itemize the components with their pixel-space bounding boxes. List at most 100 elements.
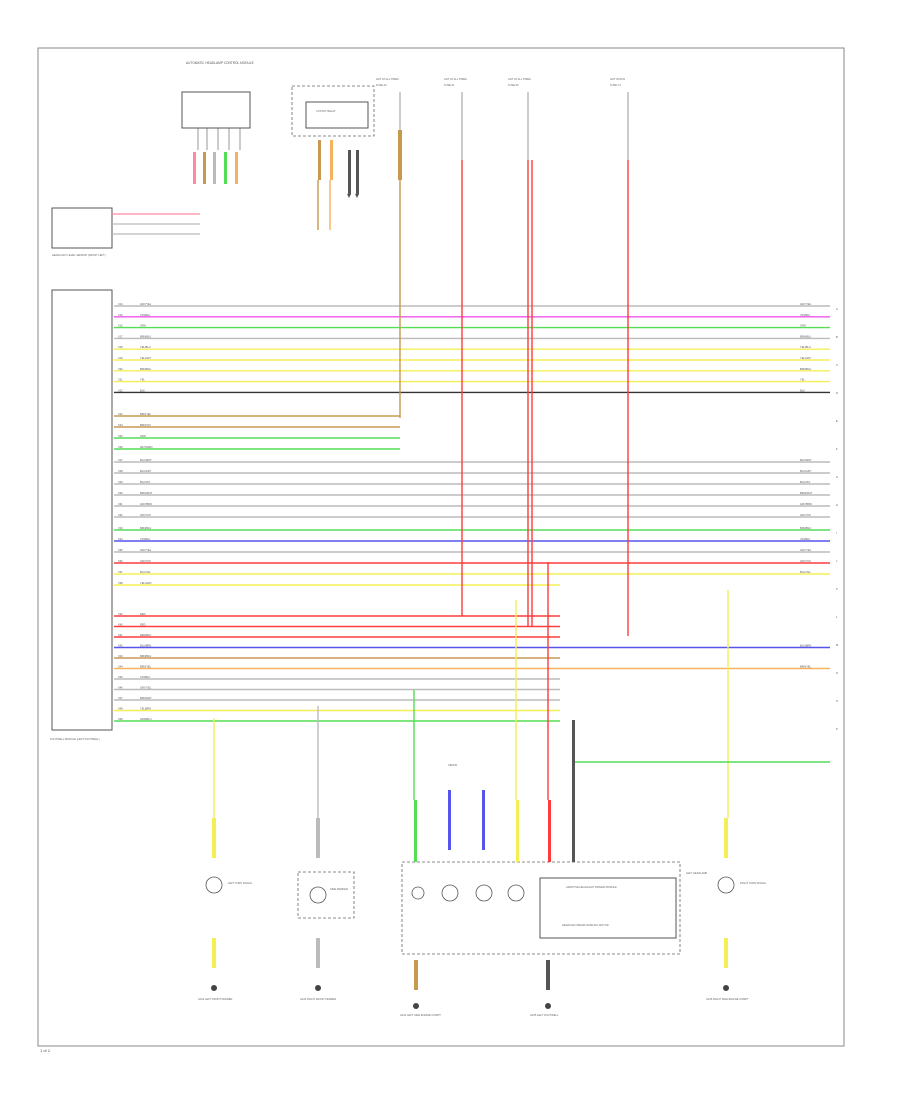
- wire-color-label-right: BRN/BLU: [800, 334, 811, 338]
- wire-color-label: BLU/BRN: [140, 644, 151, 648]
- adaptive-driver-label: ADAPTIVE HEADLIGHT DRIVER MODULE: [566, 885, 617, 889]
- ground-2-label: G103 RIGHT FRONT FENDER: [300, 997, 336, 1001]
- side-marker: SIDE MARKER G103 RIGHT FRONT FENDER: [297, 818, 355, 1001]
- ground-icon: [315, 985, 321, 991]
- right-ref: E: [836, 419, 838, 423]
- pin-label: X23: [118, 412, 123, 416]
- right-ref: D: [836, 391, 838, 395]
- fuse-4-label: HOT IN RUN: [610, 77, 625, 81]
- pin-label: X35: [118, 548, 123, 552]
- right-ref: I: [836, 531, 837, 535]
- pin-label: X31: [118, 502, 123, 506]
- pin-label: X19: [118, 356, 123, 360]
- wire-color-label: BRN/BLU: [140, 654, 151, 658]
- pin-label: X46: [118, 686, 123, 690]
- headlamp-unit-label: LEFT HEADLAMP: [686, 871, 708, 875]
- pin-label: X14: [118, 302, 123, 306]
- wire-color-label-right: VIO/BLU: [800, 537, 810, 541]
- pin-label: X39: [118, 612, 123, 616]
- pin-label: X36: [118, 559, 123, 563]
- wire-color-label-right: GRY/BRN: [800, 502, 812, 506]
- side-marker-bulb: [309, 886, 327, 904]
- level-sensor: HEADLIGHT LEVEL SENSOR (FRONT LEFT): [51, 207, 113, 257]
- fuse-1-label: HOT AT ALL TIMES: [376, 77, 399, 81]
- pin-label: X37: [118, 570, 123, 574]
- wire-color-label-right: GRY/YEL: [800, 548, 812, 552]
- fuse-1: HOT AT ALL TIMES FUSE 23: [376, 77, 402, 180]
- wire-color-label: BRN/BLU: [140, 367, 151, 371]
- right-ref: M: [836, 643, 838, 647]
- pin-label: X20: [118, 367, 123, 371]
- fuse-2: HOT AT ALL TIMES FUSE 41: [444, 77, 467, 160]
- pin-label: X47: [118, 696, 123, 700]
- wire-color-label-right: GRY/VIO: [800, 513, 811, 517]
- connector-stub: [356, 150, 359, 194]
- wire-color-label-right: BRN/YEL: [800, 665, 812, 669]
- wire-color-label: BLU/GRY: [140, 469, 152, 473]
- headlamp-assembly: ADAPTIVE HEADLIGHT DRIVER MODULE HEADLIG…: [400, 720, 708, 1017]
- pin-label: X41: [118, 633, 123, 637]
- pin-label: X16: [118, 324, 123, 328]
- pin-label: X44: [118, 665, 123, 669]
- ctrl-module-label: AUTOMATIC HEADLAMP CONTROL MODULE: [186, 61, 254, 65]
- pin-label: X32: [118, 513, 123, 517]
- right-ref: L: [836, 615, 838, 619]
- right-ref: C: [836, 363, 838, 367]
- page-label: 1 of 2: [40, 1048, 51, 1053]
- right-ref: P: [836, 727, 838, 731]
- ground-1-label: G102 LEFT FRONT FENDER: [198, 997, 232, 1001]
- ground-icon: [413, 1003, 419, 1009]
- wire-color-label-right: BLU/WHT: [800, 458, 812, 462]
- wire-color-label: BRN/YEL: [140, 412, 152, 416]
- left-turn-bulb: [205, 876, 223, 894]
- pin-label: X15: [118, 313, 123, 317]
- cutout-relay-label: CUTOUT RELAY: [316, 109, 336, 113]
- wire-color-label-right: VIO/BLU: [800, 313, 810, 317]
- wire-color-label: GRN/BLU: [140, 717, 152, 721]
- footwell-module: FOOTWELL MODULE (LEFT FOOTWELL): [50, 289, 113, 741]
- right-ref: A: [836, 307, 838, 311]
- pin-label: X40: [118, 623, 123, 627]
- right-ref: H: [836, 503, 838, 507]
- wire-color-label: BRN/BLU: [140, 526, 151, 530]
- right-ref: N: [836, 671, 838, 675]
- left-turn-label: LEFT TURN SIGNAL: [228, 881, 253, 885]
- xenon-label: XENON: [448, 763, 457, 767]
- ctrl-module-box: [181, 91, 251, 129]
- wire-color-label: YEL/BRN: [140, 707, 151, 711]
- adaptive-driver-box: [539, 877, 677, 939]
- wire-color-label: GRY/VIO: [140, 559, 151, 563]
- wire-color-label-right: BRN/WHT: [800, 491, 813, 495]
- pin-label: X26: [118, 445, 123, 449]
- pin-label: X18: [118, 345, 123, 349]
- pin-label: X28: [118, 469, 123, 473]
- fuse-3-label: HOT AT ALL TIMES: [508, 77, 531, 81]
- wire-color-label: RED: [140, 623, 146, 627]
- xenon-group: XENON: [448, 763, 485, 850]
- pin-label: X21: [118, 378, 123, 382]
- wire-color-label-right: BRN/BLU: [800, 367, 811, 371]
- wire-color-label: GRY/BRN: [140, 502, 152, 506]
- wire-color-label: GRY/YEL: [140, 302, 152, 306]
- wire-color-label: BRN/BLU: [140, 334, 151, 338]
- right-ref: G: [836, 475, 838, 479]
- pin-label: X25: [118, 434, 123, 438]
- diagram-frame: [37, 47, 845, 1047]
- wire-color-label: BLU/WHT: [140, 458, 152, 462]
- connector-stub: [348, 150, 351, 194]
- wire-color-label: VIO/BLU: [140, 675, 150, 679]
- wire-color-label-right: BLU/YEL: [800, 570, 811, 574]
- footwell-module-box: [51, 289, 113, 731]
- fuse-2-name: FUSE 41: [444, 83, 455, 87]
- fuse-1-name: FUSE 23: [376, 83, 387, 87]
- connector-stub: [318, 140, 321, 180]
- connector-stub: [203, 152, 206, 184]
- wire-color-label-right: BLU/GRY: [800, 469, 812, 473]
- wire-color-label-right: GRN: [800, 324, 806, 328]
- right-ref: F: [836, 447, 838, 451]
- pin-label: X48: [118, 707, 123, 711]
- wire-color-label: BLU/YEL: [140, 570, 151, 574]
- wire-color-label: WHT/GRN: [140, 445, 153, 449]
- wire-color-label: GRN: [140, 324, 146, 328]
